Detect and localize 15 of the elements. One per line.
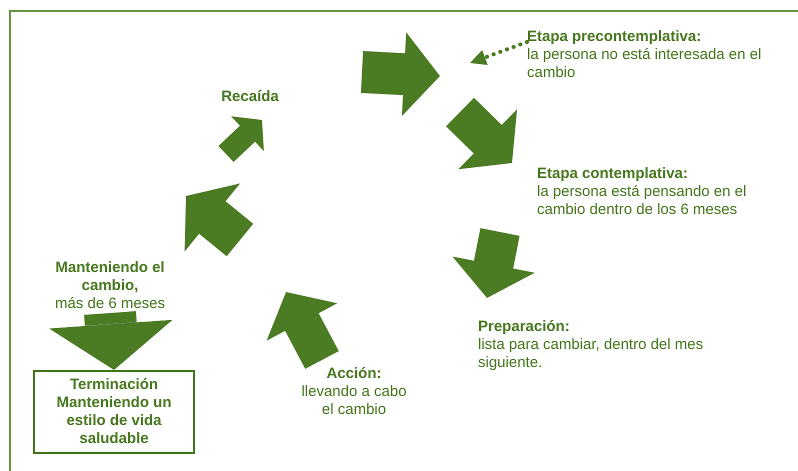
stage-title: Recaída (220, 88, 280, 106)
stage-description: la persona no está interesada en el cambio (527, 46, 762, 82)
dotted-arrow (470, 40, 529, 65)
stage-title: Terminación (68, 376, 160, 394)
stage-description: lista para cambiar, dentro del mes siguiente. (478, 336, 704, 372)
stage-description: más de 6 meses (54, 295, 166, 313)
block-arrow (48, 311, 173, 370)
stage-title: Etapa precontemplativa: (527, 28, 702, 46)
stage-description: llevando a cabo el cambio (300, 383, 408, 419)
termination-box (33, 370, 195, 454)
stage-title: Acción: (325, 365, 382, 383)
stage-title: Preparación: (478, 318, 571, 336)
stage-description: la persona está pensando en el cambio dentro de los 6 meses (537, 183, 748, 219)
stage-description: Manteniendo un estilo de vida saludable (56, 394, 172, 448)
stage-title: Etapa contemplativa: (537, 165, 689, 183)
